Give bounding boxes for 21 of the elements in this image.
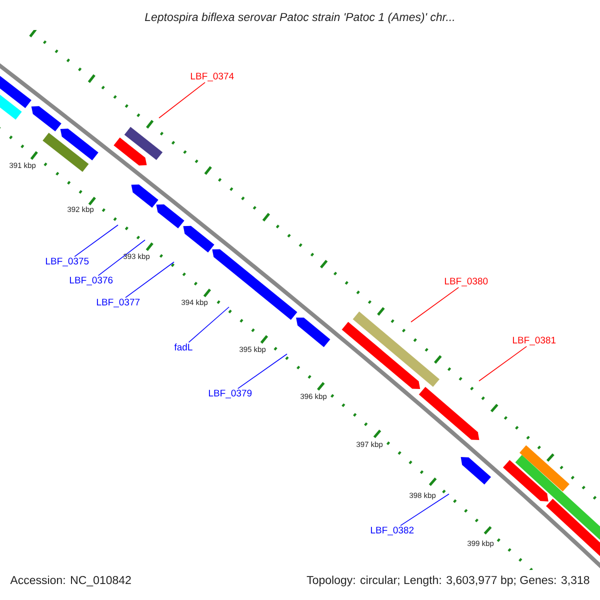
info-text: Topology: circular; Length: 3,603,977 bp; Genes: 3,318 bbox=[306, 576, 590, 586]
info-text: Accession: NC_010842 bbox=[10, 576, 131, 586]
gene-label: LBF_0376 bbox=[70, 276, 113, 286]
leader-line bbox=[188, 306, 230, 343]
leader-line bbox=[158, 82, 206, 118]
gene-label: LBF_0380 bbox=[445, 278, 488, 286]
title: Leptospira biflexa serovar Patoc strain 'Patoc 1 (Ames)' chr... bbox=[144, 12, 454, 24]
gene-label: LBF_0381 bbox=[513, 336, 556, 346]
leader-line bbox=[74, 224, 118, 257]
leader-line bbox=[98, 240, 146, 276]
gene-label: LBF_0375 bbox=[46, 258, 89, 266]
leader-line bbox=[410, 287, 459, 322]
leader-line bbox=[400, 494, 450, 526]
gene-label: LBF_0379 bbox=[208, 390, 252, 398]
leader-line bbox=[478, 346, 527, 382]
gene-label: fadL bbox=[174, 344, 192, 350]
leader-line bbox=[237, 354, 288, 389]
gene-label: LBF_0374 bbox=[190, 72, 234, 82]
leader-line bbox=[125, 262, 174, 298]
gene-label: LBF_0377 bbox=[96, 298, 140, 308]
gene-label: LBF_0382 bbox=[371, 526, 414, 536]
